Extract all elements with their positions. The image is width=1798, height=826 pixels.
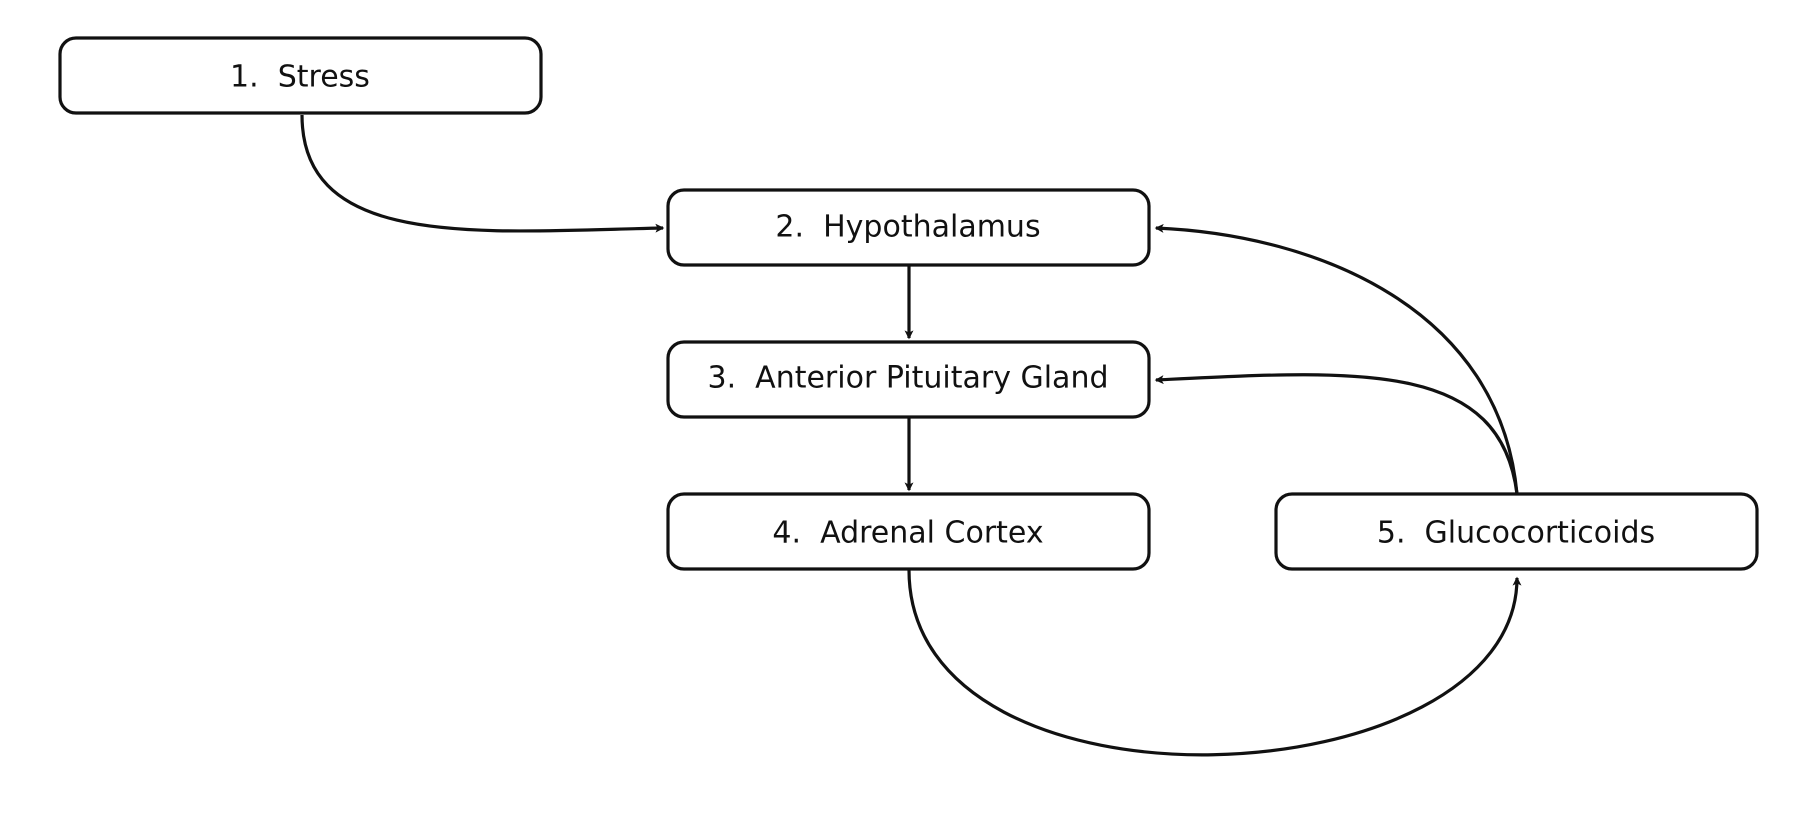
edges	[300, 114, 1522, 757]
node-adrenal-cortex-label: 4. Adrenal Cortex	[772, 516, 1043, 551]
node-adrenal-cortex-box	[666, 492, 1151, 571]
node-glucocorticoids: 5. Glucocorticoids	[1274, 492, 1759, 571]
edge-glucocorticoids-to-hypothalamus	[1154, 223, 1519, 495]
node-anterior-pituitary-label: 3. Anterior Pituitary Gland	[707, 361, 1108, 396]
node-glucocorticoids-label: 5. Glucocorticoids	[1377, 516, 1655, 551]
node-stress-label: 1. Stress	[230, 60, 370, 95]
edge-glucocorticoids-to-anterior-pituitary	[1154, 373, 1519, 495]
node-adrenal-cortex: 4. Adrenal Cortex	[666, 492, 1151, 571]
node-hypothalamus-label: 2. Hypothalamus	[775, 210, 1040, 245]
node-hypothalamus-box	[666, 188, 1151, 267]
edge-adrenal-cortex-to-glucocorticoids	[907, 569, 1522, 757]
node-anterior-pituitary-box	[666, 340, 1151, 419]
edge-stress-to-hypothalamus	[300, 114, 665, 233]
node-stress-box	[58, 36, 543, 115]
node-stress: 1. Stress	[58, 36, 543, 115]
node-hypothalamus: 2. Hypothalamus	[666, 188, 1151, 267]
node-glucocorticoids-box	[1274, 492, 1759, 571]
node-anterior-pituitary: 3. Anterior Pituitary Gland	[666, 340, 1151, 419]
